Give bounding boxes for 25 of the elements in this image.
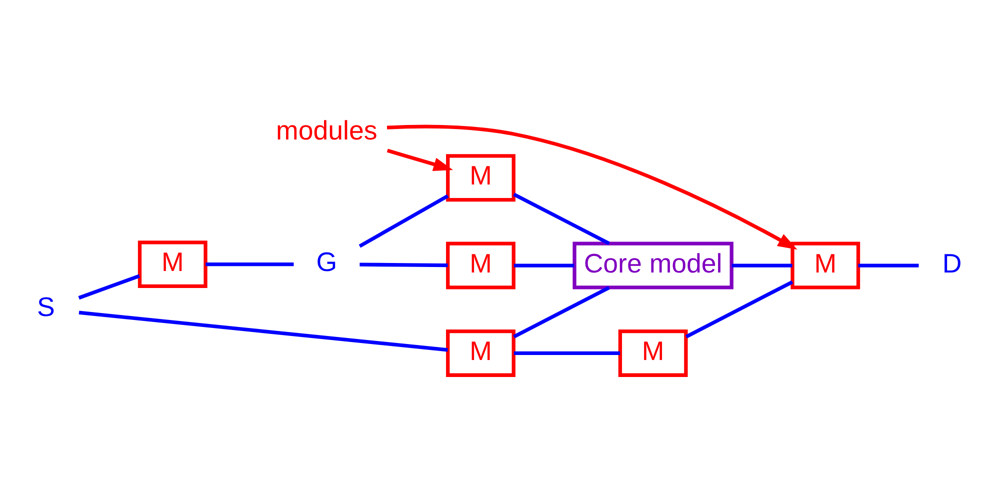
connector — [78, 274, 140, 300]
arrow — [386, 124, 798, 250]
connector — [858, 264, 919, 268]
arrow — [386, 148, 453, 171]
node-box: M — [446, 242, 516, 290]
node-box: M — [446, 329, 516, 377]
connector — [685, 280, 794, 338]
node-box: Core model — [572, 242, 734, 290]
connector — [78, 310, 448, 352]
node-text: D — [942, 248, 962, 278]
node-text: S — [37, 292, 55, 322]
node-text: G — [316, 247, 338, 278]
connector — [732, 264, 792, 268]
connector — [206, 262, 294, 266]
connector — [513, 192, 610, 246]
connector — [514, 264, 574, 268]
node-box: M — [446, 154, 516, 202]
node-box: M — [618, 329, 688, 377]
node-box: M — [790, 242, 860, 290]
node-text: modules — [276, 116, 378, 146]
connector — [360, 262, 448, 268]
connector — [513, 286, 610, 338]
connector — [358, 194, 449, 248]
connector — [514, 351, 620, 356]
node-box: M — [138, 240, 208, 288]
